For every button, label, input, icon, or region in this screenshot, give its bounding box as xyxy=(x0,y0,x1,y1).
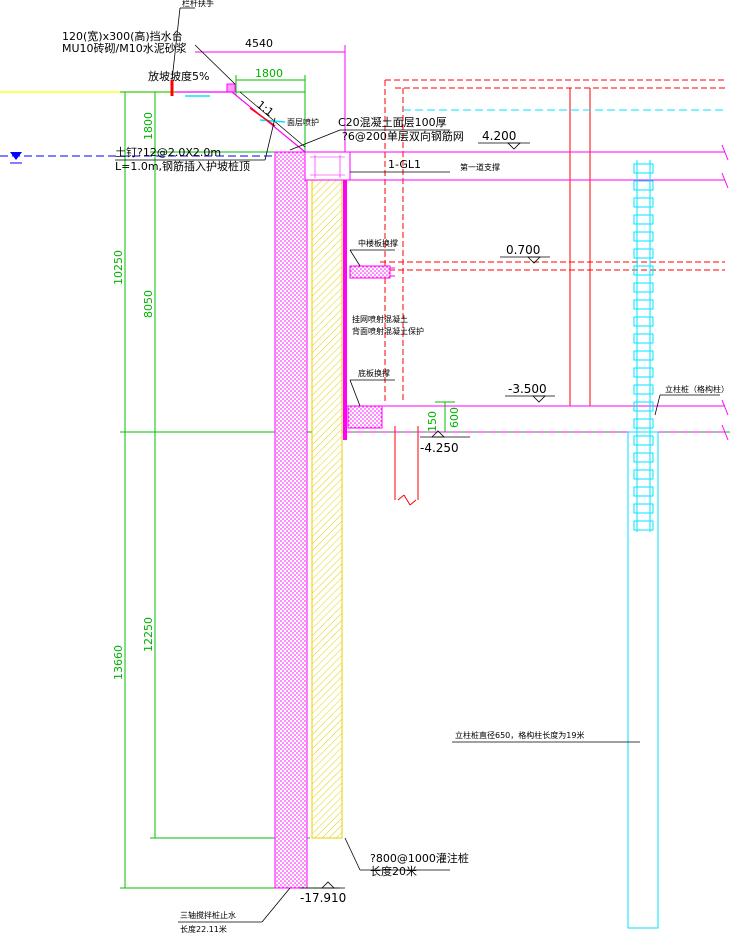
lattice-box xyxy=(633,401,654,412)
lattice-box xyxy=(633,197,654,208)
lattice-box xyxy=(633,452,654,463)
lattice-box xyxy=(633,486,654,497)
lattice-box xyxy=(633,163,654,174)
level-markers xyxy=(300,142,555,889)
lattice-box xyxy=(633,231,654,242)
leader-lines xyxy=(115,7,720,923)
dim-12250: 12250 xyxy=(142,617,155,652)
lattice-box xyxy=(633,367,654,378)
lattice-box xyxy=(633,248,654,259)
lattice-box xyxy=(633,299,654,310)
bottom-floor-block xyxy=(347,405,383,429)
wall-stir-length-label: 长度22.11米 xyxy=(180,924,227,934)
lattice-box xyxy=(633,520,654,531)
level-0700: 0.700 xyxy=(506,243,540,257)
dimension-lines xyxy=(120,75,730,889)
dim-10250: 10250 xyxy=(112,250,125,285)
top-note-label: 栏杆扶手 xyxy=(182,0,214,8)
level-m4250: -4.250 xyxy=(420,441,459,455)
wall-spec-line1: 120(宽)x300(高)挡水台 xyxy=(62,29,183,43)
level-4200: 4.200 xyxy=(482,129,516,143)
slope-profile xyxy=(170,80,306,153)
water-table-symbol xyxy=(0,152,300,164)
wall-stir-label: 三轴搅拌桩止水 xyxy=(180,910,236,920)
mesh-concrete-label: C20混凝土面层100厚 xyxy=(338,115,447,129)
bored-pile xyxy=(311,171,343,839)
first-strut-label: 第一道支撑 xyxy=(460,162,500,172)
lattice-box xyxy=(633,350,654,361)
mesh-rebar-label: ?6@200单层双向钢筋网 xyxy=(342,129,464,143)
dim-8050: 8050 xyxy=(142,290,155,318)
stir-wall xyxy=(274,151,308,889)
lattice-column-boxes xyxy=(633,163,654,531)
lattice-box xyxy=(633,469,654,480)
lattice-box xyxy=(633,214,654,225)
wall-spec-line2: MU10砖砌/M10水泥砂浆 xyxy=(62,41,187,55)
dim-4540-line xyxy=(195,45,346,172)
lattice-box xyxy=(633,333,654,344)
dim-1800-vertical: 1800 xyxy=(142,112,155,140)
lattice-box xyxy=(633,180,654,191)
dim-4540: 4540 xyxy=(245,37,273,50)
lattice-box xyxy=(633,316,654,327)
middle-floor-block xyxy=(349,265,391,279)
capping-beam xyxy=(304,151,351,181)
capping-beam-label: 1-GL1 xyxy=(388,158,421,171)
lattice-note-label: 立柱桩直径650，格构柱长度为19米 xyxy=(455,730,584,740)
pile-spec-label: ?800@1000灌注桩 xyxy=(370,851,469,865)
level-m3500: -3.500 xyxy=(508,382,547,396)
lattice-box xyxy=(633,265,654,276)
slope-surface-label: 面层喷护 xyxy=(287,117,319,127)
bottom-floor-label: 底板换撑 xyxy=(358,368,390,378)
lattice-box xyxy=(633,282,654,293)
level-m17910: -17.910 xyxy=(300,891,346,905)
lattice-box xyxy=(633,418,654,429)
dim-1800-horizontal: 1800 xyxy=(255,67,283,80)
dim-600: 600 xyxy=(448,407,461,428)
nail-spec-label: 土钉?12@2.0X2.0m xyxy=(115,146,221,159)
wall-note-line1: 挂网喷射混凝土 xyxy=(352,314,408,324)
slope-ratio-label: 1:1 xyxy=(254,98,276,119)
wall-note-line2: 背面喷射混凝土保护 xyxy=(352,326,424,336)
dim-150: 150 xyxy=(426,411,439,432)
structure-outline xyxy=(380,79,725,506)
lattice-box xyxy=(633,435,654,446)
middle-floor-label: 中楼板换撑 xyxy=(358,238,398,248)
pile-length-label: 长度20米 xyxy=(370,864,417,878)
column-pile-label: 立柱桩（格构柱） xyxy=(665,384,729,394)
lattice-box xyxy=(633,503,654,514)
dim-13660: 13660 xyxy=(112,645,125,680)
nail-length-label: L=1.0m,钢筋插入护坡桩顶 xyxy=(115,159,250,173)
lattice-box xyxy=(633,384,654,395)
slope-grade-label: 放坡坡度5% xyxy=(148,69,209,83)
